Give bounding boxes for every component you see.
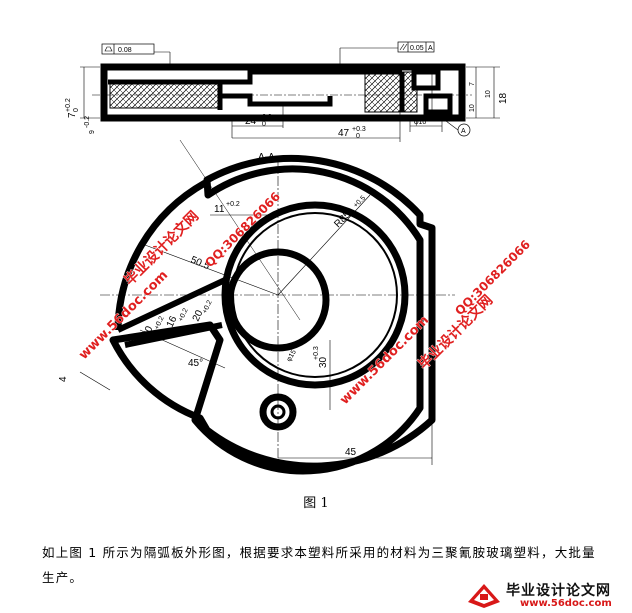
description-paragraph: 如上图 1 所示为隔弧板外形图，根据要求本塑料所采用的材料为三聚氰胺玻璃塑料，大… [42,545,596,585]
dim-20b: 20 [191,308,206,323]
dim-left-4: 4 [58,376,69,382]
dim-right-7: 7 [469,82,476,86]
flatness-value: 0.08 [118,47,132,54]
dim-24-tol-lower: 0 [262,121,266,128]
site-logo: 毕业设计论文网 www.56doc.com [462,578,630,612]
flatness-callout: 0.08 [101,43,155,55]
dim-left-7: 7 [67,112,78,118]
dim-11-tol: +0.2 [226,201,240,208]
dim-24-tol-upper: +0.3 [258,114,272,121]
dim-20b-tol: +0.2 [201,299,213,315]
dim-16-tol: +0.2 [177,307,189,323]
logo-title: 毕业设计论文网 [506,583,611,599]
logo-icon [468,584,500,608]
watermarks: 毕业设计论文网 www.56doc.com QQ:306826066 毕业设计论… [76,189,533,408]
dim-phi-center: φ15 [286,349,298,363]
dim-phi-small: φ10 [414,119,426,126]
dim-20: 20 [141,324,156,339]
dim-47-tol-lower: 0 [356,133,360,140]
dim-right-10b: 10 [469,104,476,112]
dim-11: 11 [214,204,225,215]
dim-left-7-tol-lower: 0 [73,108,80,112]
figure-caption: 图 1 [303,496,329,511]
dim-30: 30 [318,356,329,368]
plan-view: 11 +0.2 50.5 R85 +0.5 20 +0.2 16 +0.2 20… [58,139,455,475]
datum-marker [457,123,471,137]
dim-right-18: 18 [498,92,509,104]
section-view: 0.08 0.05 A 24 +0.3 0 47 +0.3 0 φ10 [65,41,509,142]
dim-left-9-tol: -0.2 [84,116,91,128]
dim-angle-45: 45° [188,358,203,369]
dim-right-10: 10 [485,90,492,98]
logo-url: www.56doc.com [520,598,612,609]
dim-24: 24 [245,116,257,127]
dim-47-tol-upper: +0.3 [352,126,366,133]
dim-30-tol: +0.3 [313,346,320,360]
dim-47: 47 [338,128,350,139]
dim-bottom-45: 45 [345,447,357,458]
parallelism-value: 0.05 [410,45,424,52]
datum-label: A [461,128,466,135]
dim-r85-tol: +0.5 [352,195,367,210]
dim-16: 16 [165,314,180,329]
dim-20-tol: +0.2 [153,315,165,331]
parallelism-callout: 0.05 A [397,41,435,53]
dim-left-7-tol: +0.2 [65,98,72,112]
parallelism-datum: A [428,45,433,52]
dim-left-9: 9 [89,130,96,134]
